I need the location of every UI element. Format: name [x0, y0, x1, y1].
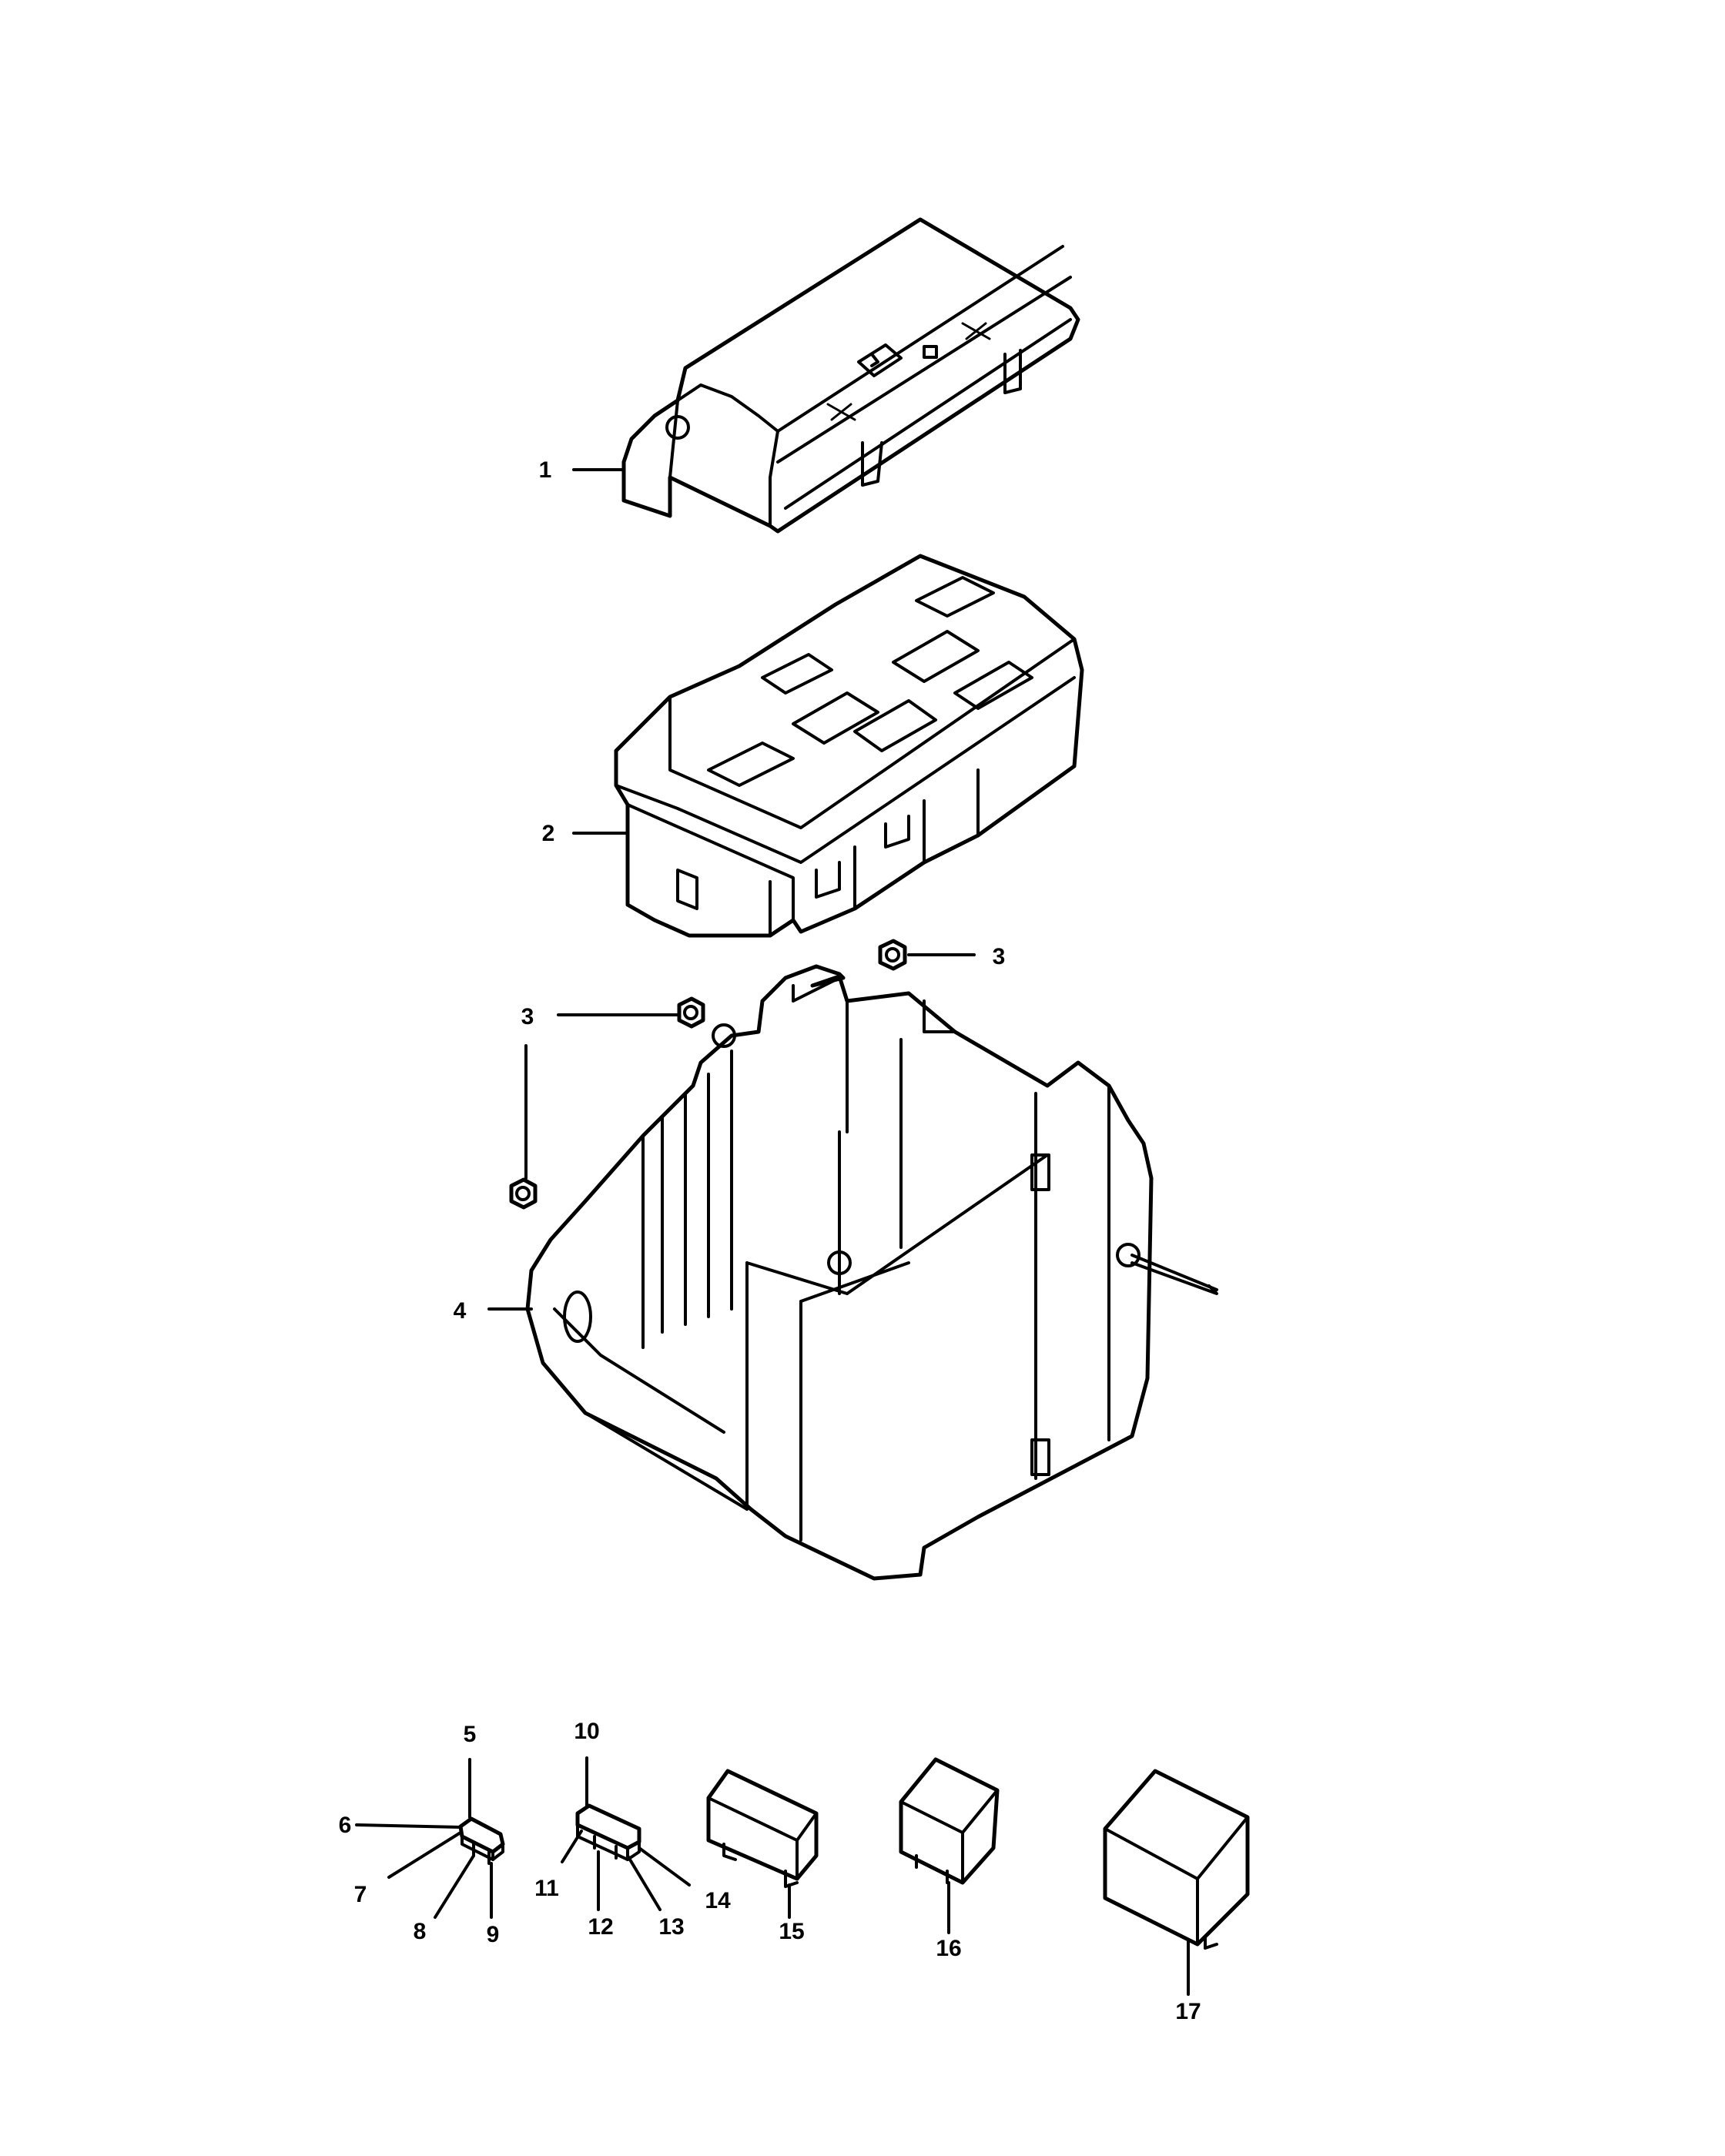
callout-1: 1: [539, 457, 552, 483]
callout-13: 13: [658, 1914, 684, 1940]
callout-11: 11: [534, 1876, 559, 1901]
part-3-nut-upper-right: [878, 939, 907, 971]
callout-16: 16: [936, 1936, 961, 1961]
callout-12: 12: [588, 1914, 613, 1940]
callout-9: 9: [487, 1922, 500, 1947]
part-5-mini-fuse: [458, 1816, 505, 1865]
part-10-ato-fuse: [575, 1803, 641, 1861]
part-17-relay: [1103, 1769, 1250, 1950]
leader-11: [561, 1830, 583, 1863]
callout-10: 10: [574, 1719, 599, 1744]
part-3-nut-left: [509, 1177, 538, 1210]
part-1-cover: [621, 217, 1080, 534]
callout-6: 6: [339, 1813, 352, 1838]
callout-7: 7: [354, 1882, 367, 1907]
part-4-tray: [525, 964, 1218, 1581]
callout-4: 4: [454, 1298, 467, 1324]
part-3-nut-middle: [677, 996, 705, 1029]
leader-7: [387, 1831, 462, 1879]
part-2-fuse-box: [614, 554, 1084, 938]
callout-15: 15: [779, 1919, 804, 1944]
leader-6: [355, 1823, 462, 1829]
part-15-relay: [706, 1769, 819, 1888]
callout-5: 5: [464, 1722, 477, 1747]
part-16-relay: [899, 1757, 1000, 1885]
callouts: 1 2 3 3 4 5 6 7 8 9 10 11 12 13 14 15 16…: [339, 457, 1201, 2024]
callout-17: 17: [1175, 1999, 1201, 2024]
callout-14: 14: [705, 1888, 731, 1913]
callout-3-left: 3: [521, 1004, 534, 1029]
callout-3-upper-right: 3: [993, 944, 1006, 969]
callout-2: 2: [542, 821, 555, 846]
leader-13: [626, 1854, 662, 1911]
callout-8: 8: [414, 1919, 427, 1944]
leader-8: [434, 1854, 475, 1919]
leader-lines: [355, 468, 1190, 1996]
leader-14: [638, 1846, 691, 1886]
